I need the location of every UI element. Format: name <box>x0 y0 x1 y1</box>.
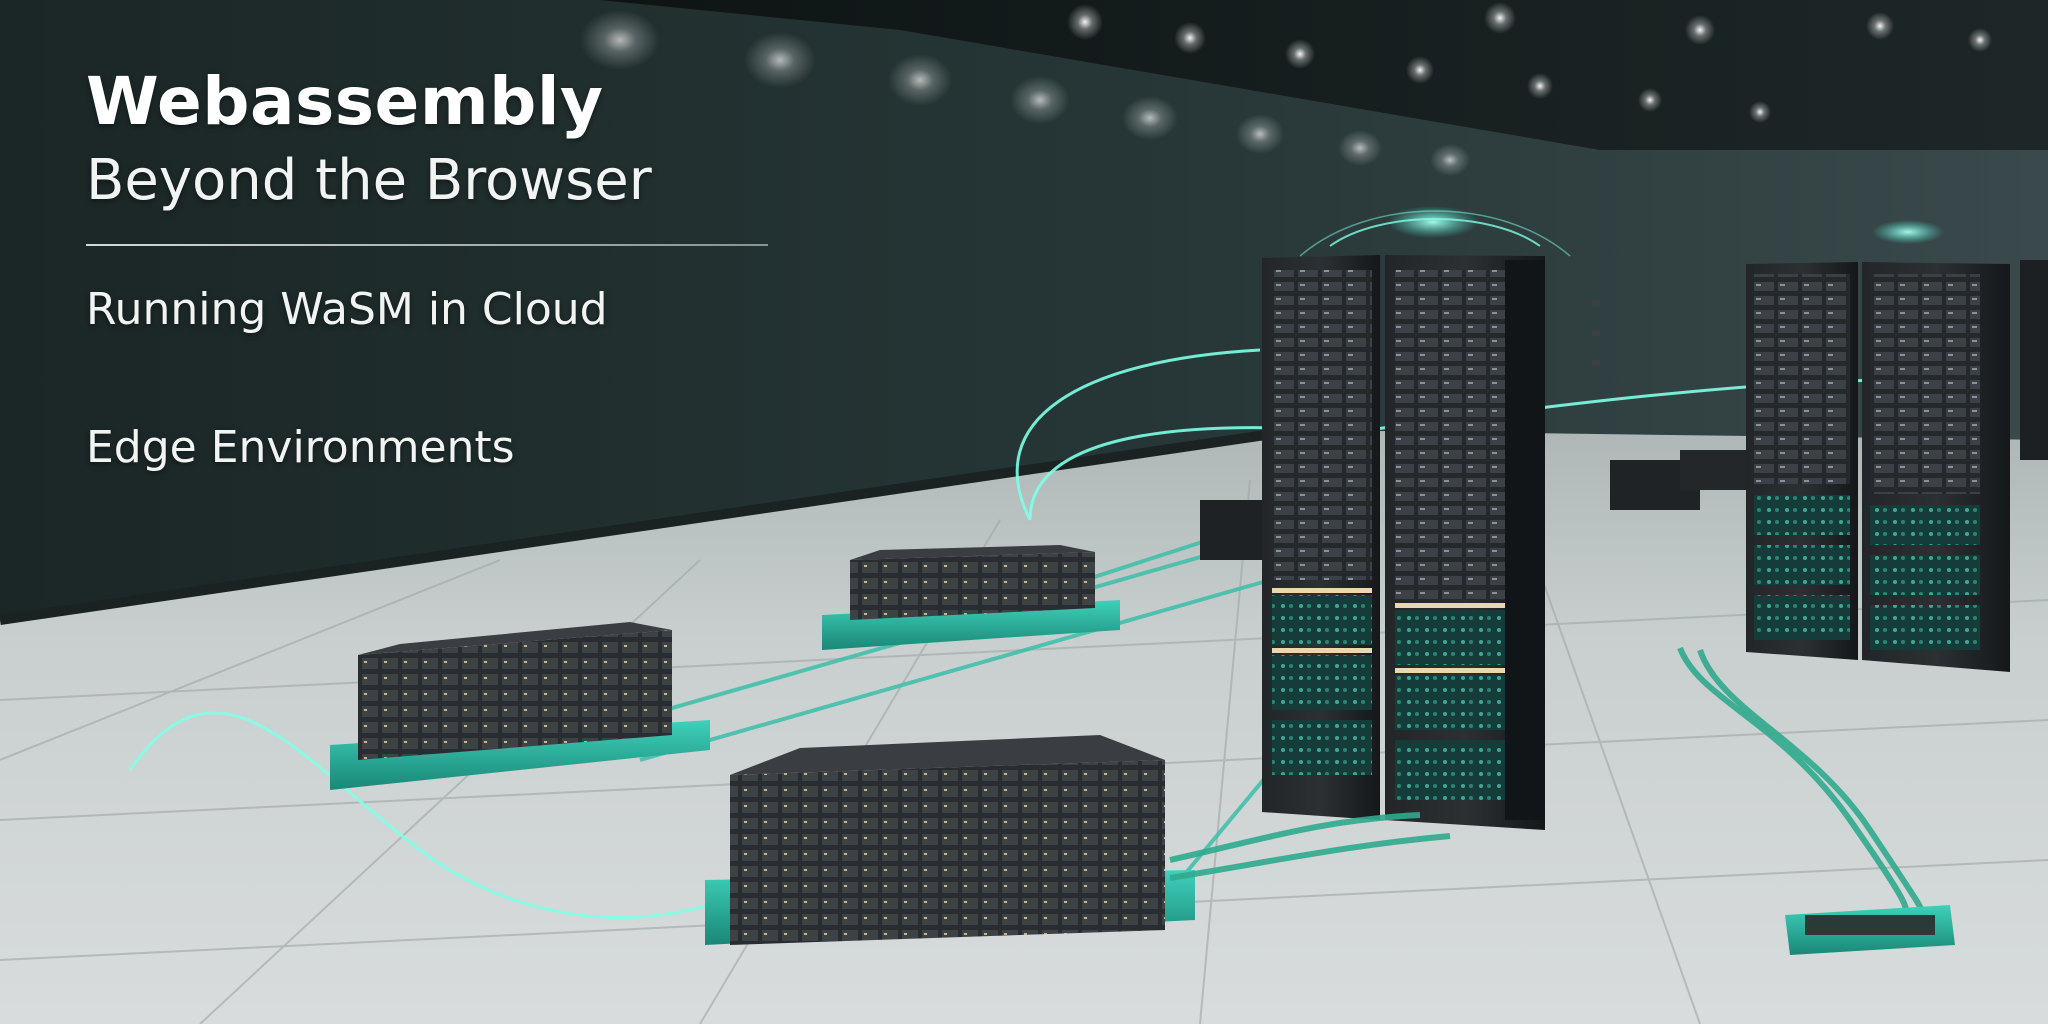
title-block: Webassembly Beyond the Browser Running W… <box>86 62 786 478</box>
subheadline: Beyond the Browser <box>86 148 652 213</box>
title-divider <box>86 244 768 246</box>
headline: Webassembly <box>86 63 604 140</box>
tagline-cloud: Running WaSM in Cloud <box>86 284 608 335</box>
tagline-edge: Edge Environments <box>86 422 515 473</box>
